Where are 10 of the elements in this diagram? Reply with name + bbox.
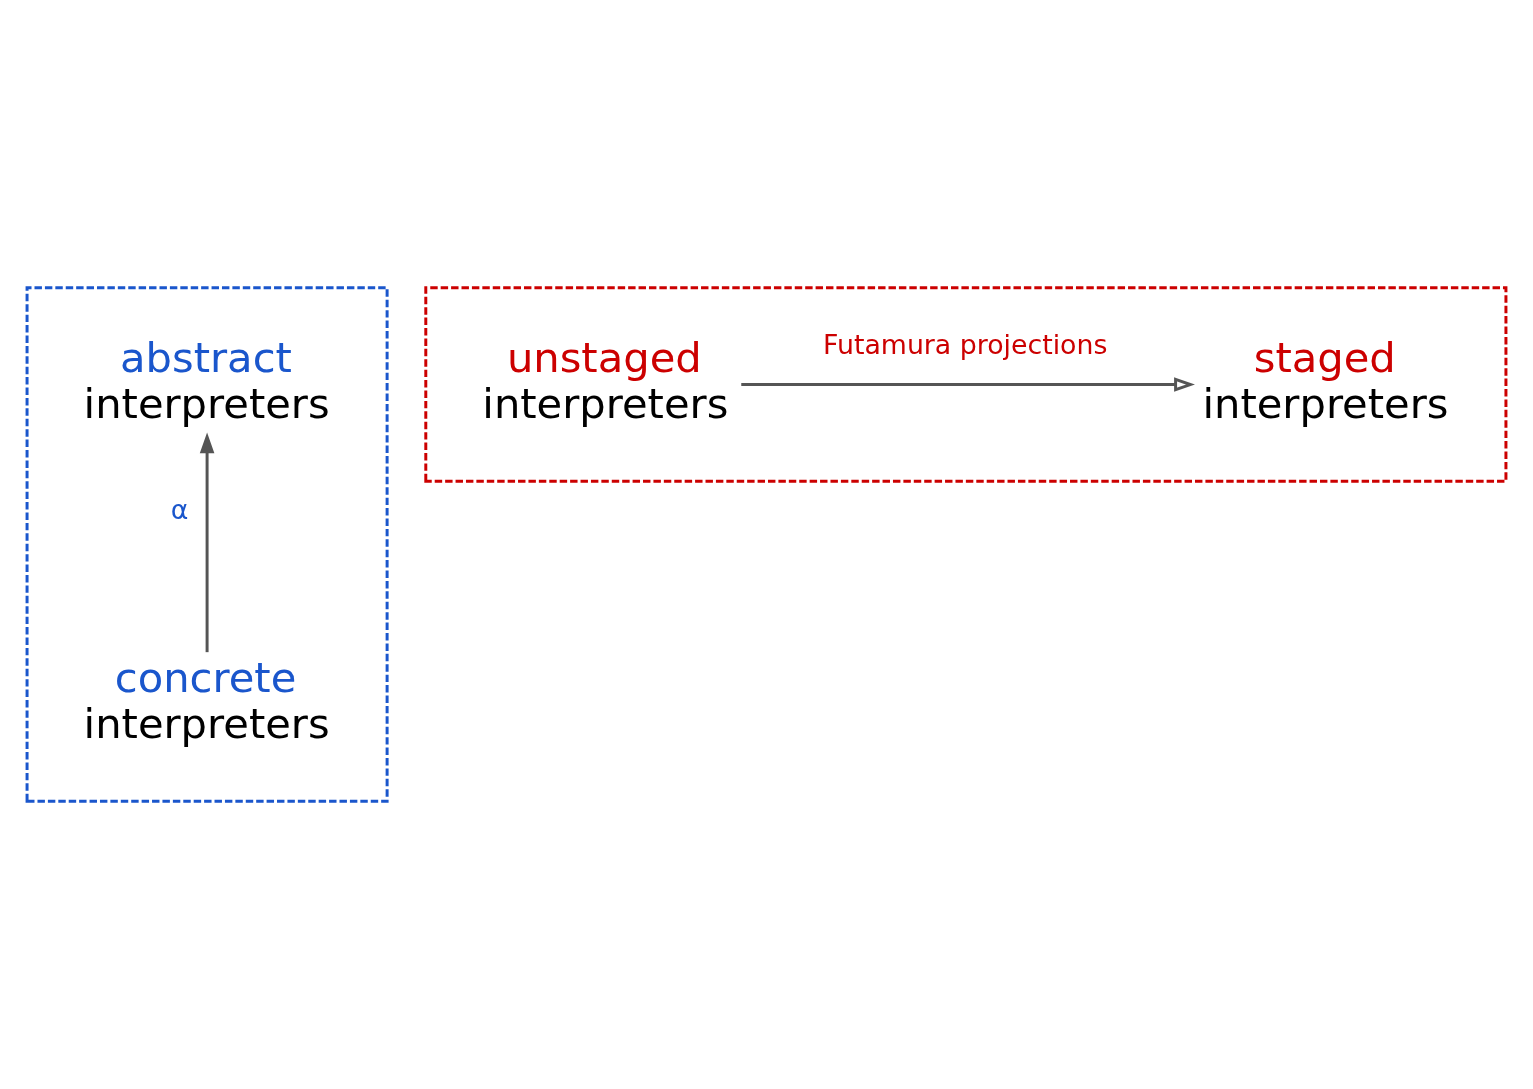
edge-label: α xyxy=(170,493,189,525)
node-text: unstaged interpreters xyxy=(482,332,729,428)
node-text: concrete interpreters xyxy=(83,652,330,748)
node-text: abstract interpreters xyxy=(83,332,330,428)
cluster xyxy=(25,286,389,803)
edge-label: Futamura projections xyxy=(823,328,1108,360)
node-text: staged interpreters xyxy=(1202,332,1449,428)
cluster xyxy=(424,286,1508,483)
arrow xyxy=(741,377,1195,392)
arrow xyxy=(199,432,215,653)
